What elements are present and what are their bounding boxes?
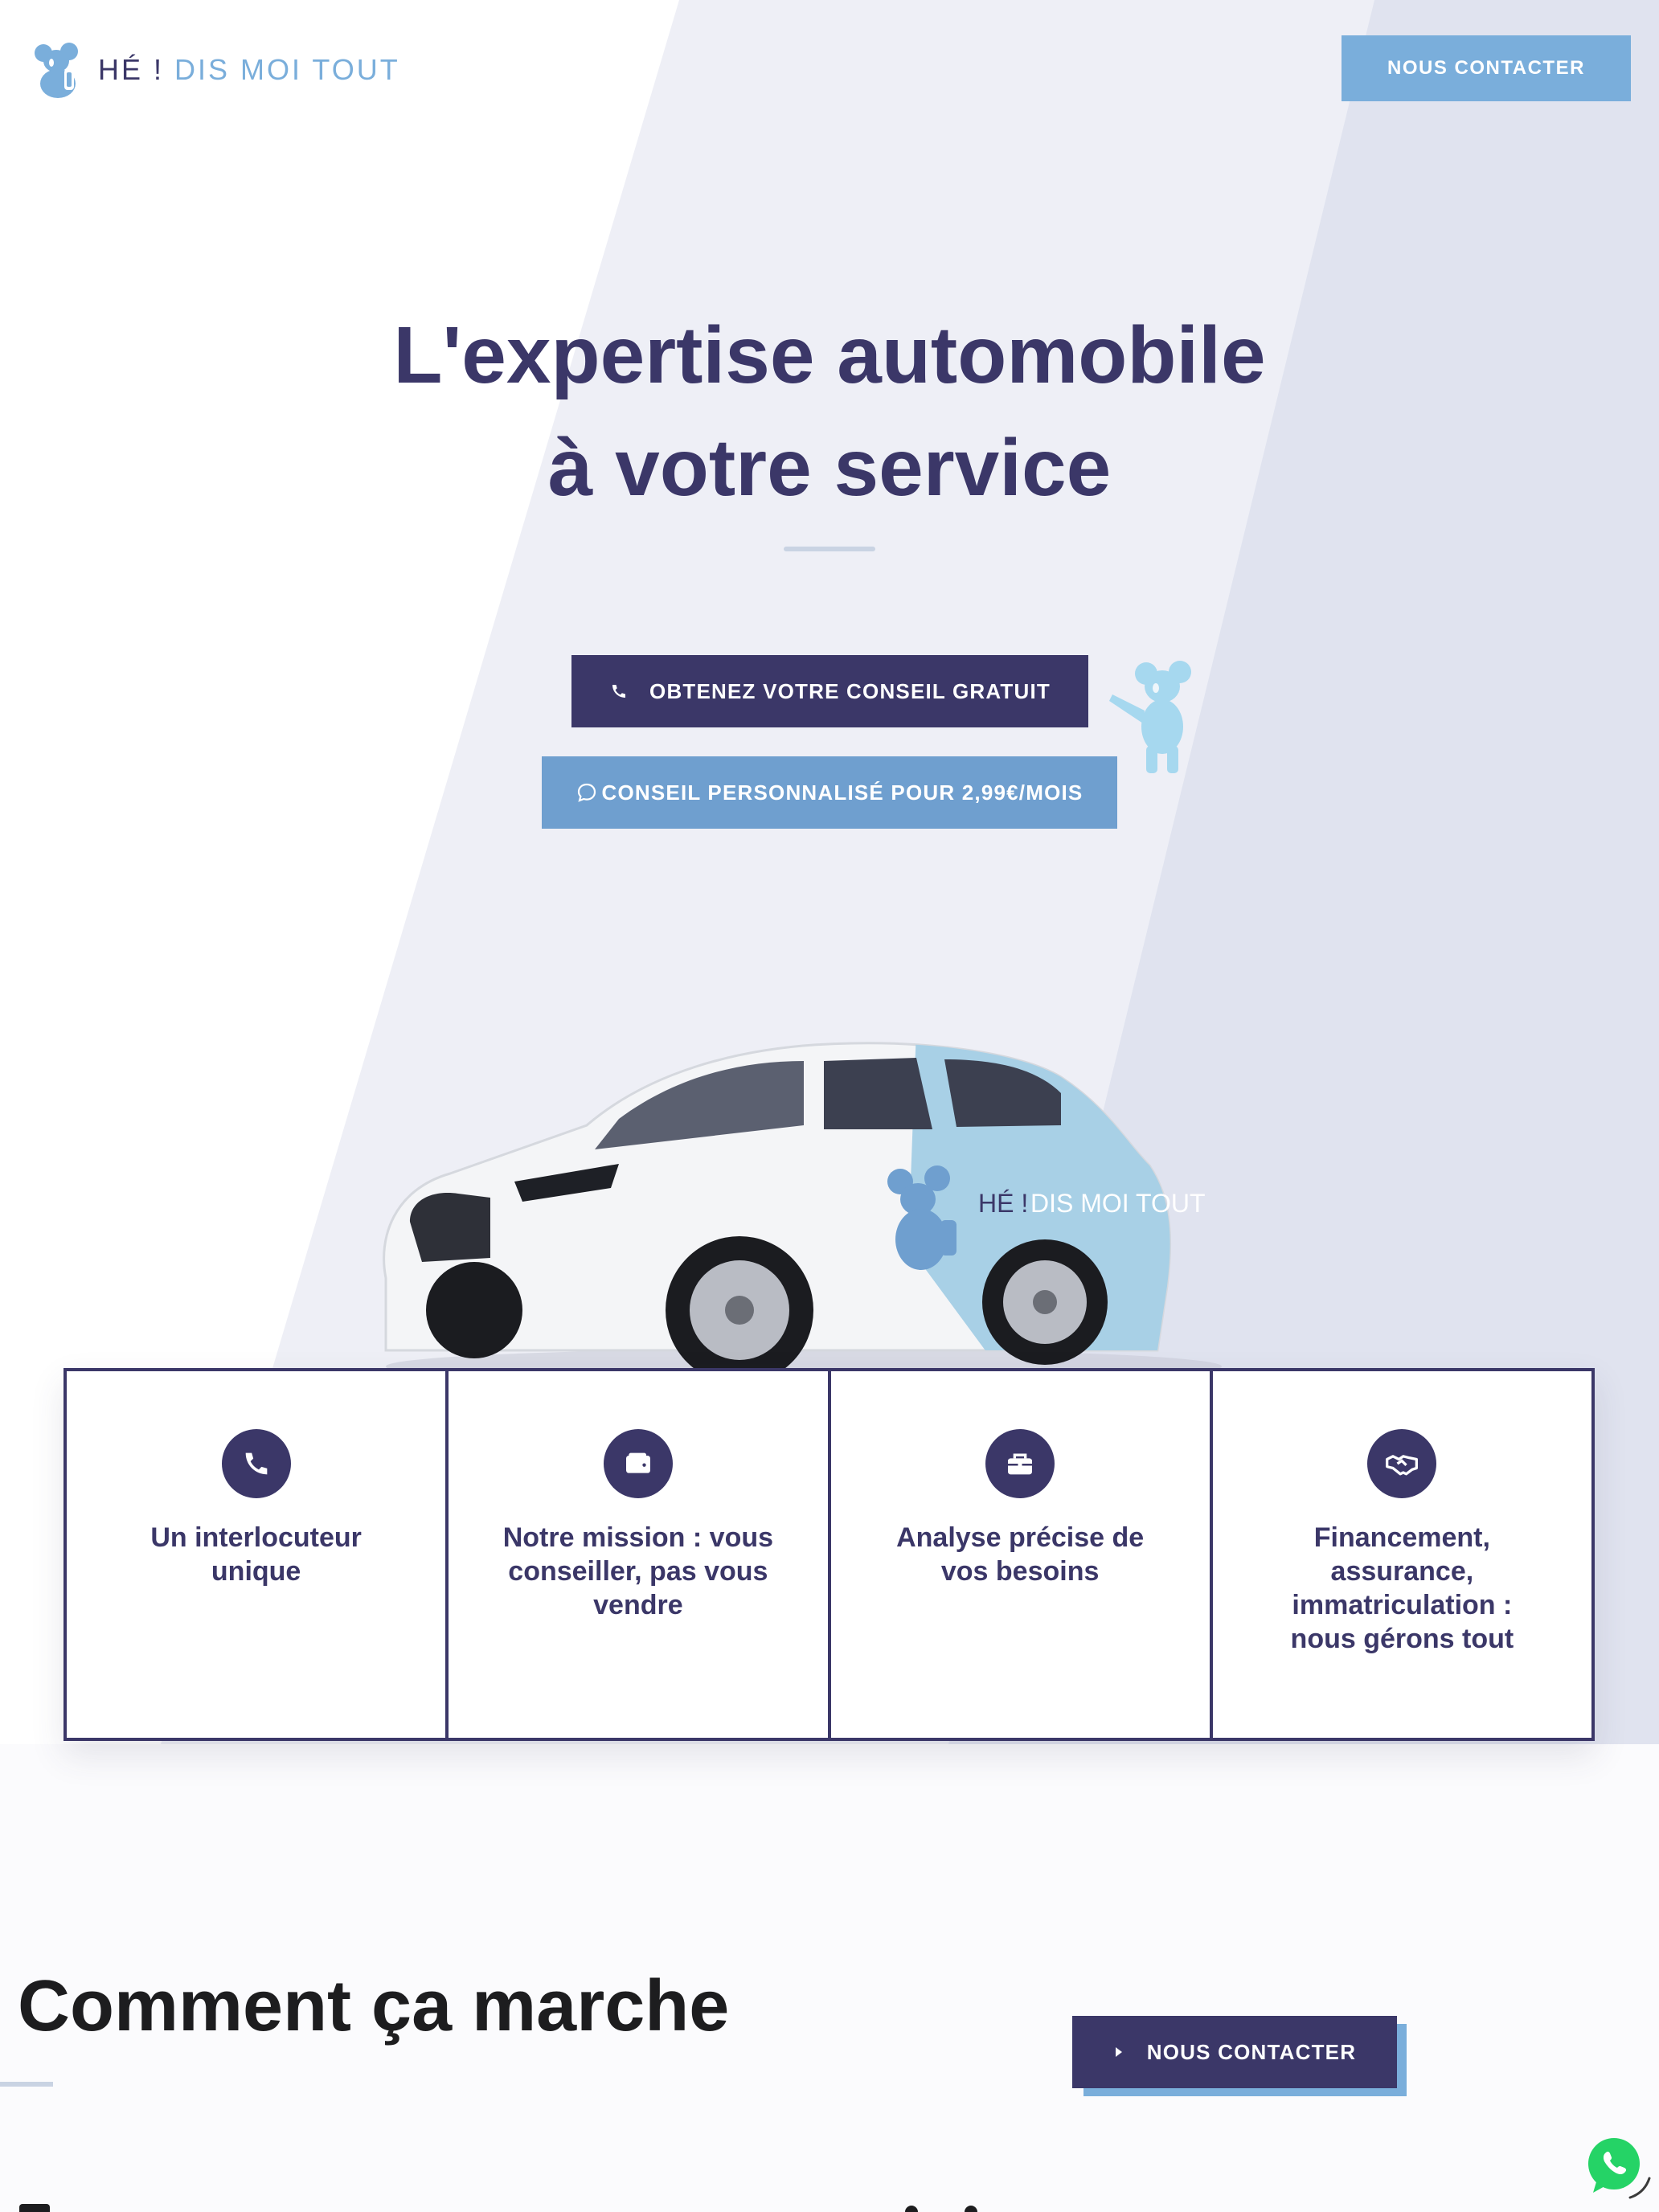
step-icon-partial [19,2204,50,2212]
hero-title-line-1: L'expertise automobile [393,310,1266,400]
feature-text: Financement, assurance, immatriculation … [1290,1522,1514,1654]
feature-text: Analyse précise de vos besoins [896,1522,1145,1587]
logo-brand-text: DIS MOI TOUT [174,53,400,86]
handshake-icon [1367,1429,1437,1498]
hero-title: L'expertise automobile à votre service [227,299,1432,524]
step-icon-partial-2 [905,2206,977,2212]
feature-text: Un interlocuteur unique [150,1522,362,1587]
speech-bubble-icon [576,782,597,803]
caret-right-icon [1113,2045,1124,2059]
logo-he-text: HÉ ! [98,53,165,86]
site-logo[interactable]: HÉ ! DIS MOI TOUT [34,40,400,100]
feature-card-analysis: Analyse précise de vos besoins [827,1368,1213,1741]
briefcase-icon [985,1429,1055,1498]
contact-button-section[interactable]: NOUS CONTACTER [1072,2016,1397,2088]
whatsapp-chat-icon[interactable] [1582,2132,1651,2201]
how-it-works-title: Comment ça marche [18,1966,730,2046]
personalized-advice-label: CONSEIL PERSONNALISÉ POUR 2,99€/MOIS [601,780,1083,805]
personalized-advice-button[interactable]: CONSEIL PERSONNALISÉ POUR 2,99€/MOIS [542,756,1117,829]
koala-logo-icon [35,43,78,98]
wallet-icon [603,1429,673,1498]
feature-text: Notre mission : vous conseiller, pas vou… [502,1522,774,1620]
how-it-works-divider [0,2082,53,2087]
feature-card-mission: Notre mission : vous conseiller, pas vou… [445,1368,831,1741]
phone-icon [609,682,629,701]
feature-cards: Un interlocuteur unique Notre mission : … [63,1368,1595,1741]
phone-icon [221,1429,291,1498]
koala-mascot-icon [1109,661,1191,773]
branded-car-image: HÉ ! DIS MOI TOUT [383,1042,1222,1384]
contact-button-header[interactable]: NOUS CONTACTER [1342,35,1631,101]
feature-card-financing: Financement, assurance, immatriculation … [1209,1368,1595,1741]
contact-section-label: NOUS CONTACTER [1146,2039,1357,2064]
feature-card-interlocutor: Un interlocuteur unique [63,1368,449,1741]
free-advice-button[interactable]: OBTENEZ VOTRE CONSEIL GRATUIT [571,655,1088,727]
hero-divider [784,547,875,551]
free-advice-label: OBTENEZ VOTRE CONSEIL GRATUIT [649,678,1051,703]
hero-title-line-2: à votre service [547,423,1112,513]
car-livery-name: DIS MOI TOUT [1030,1189,1206,1218]
lower-section-background [0,1744,1659,2212]
car-livery-he: HÉ ! [978,1189,1028,1218]
